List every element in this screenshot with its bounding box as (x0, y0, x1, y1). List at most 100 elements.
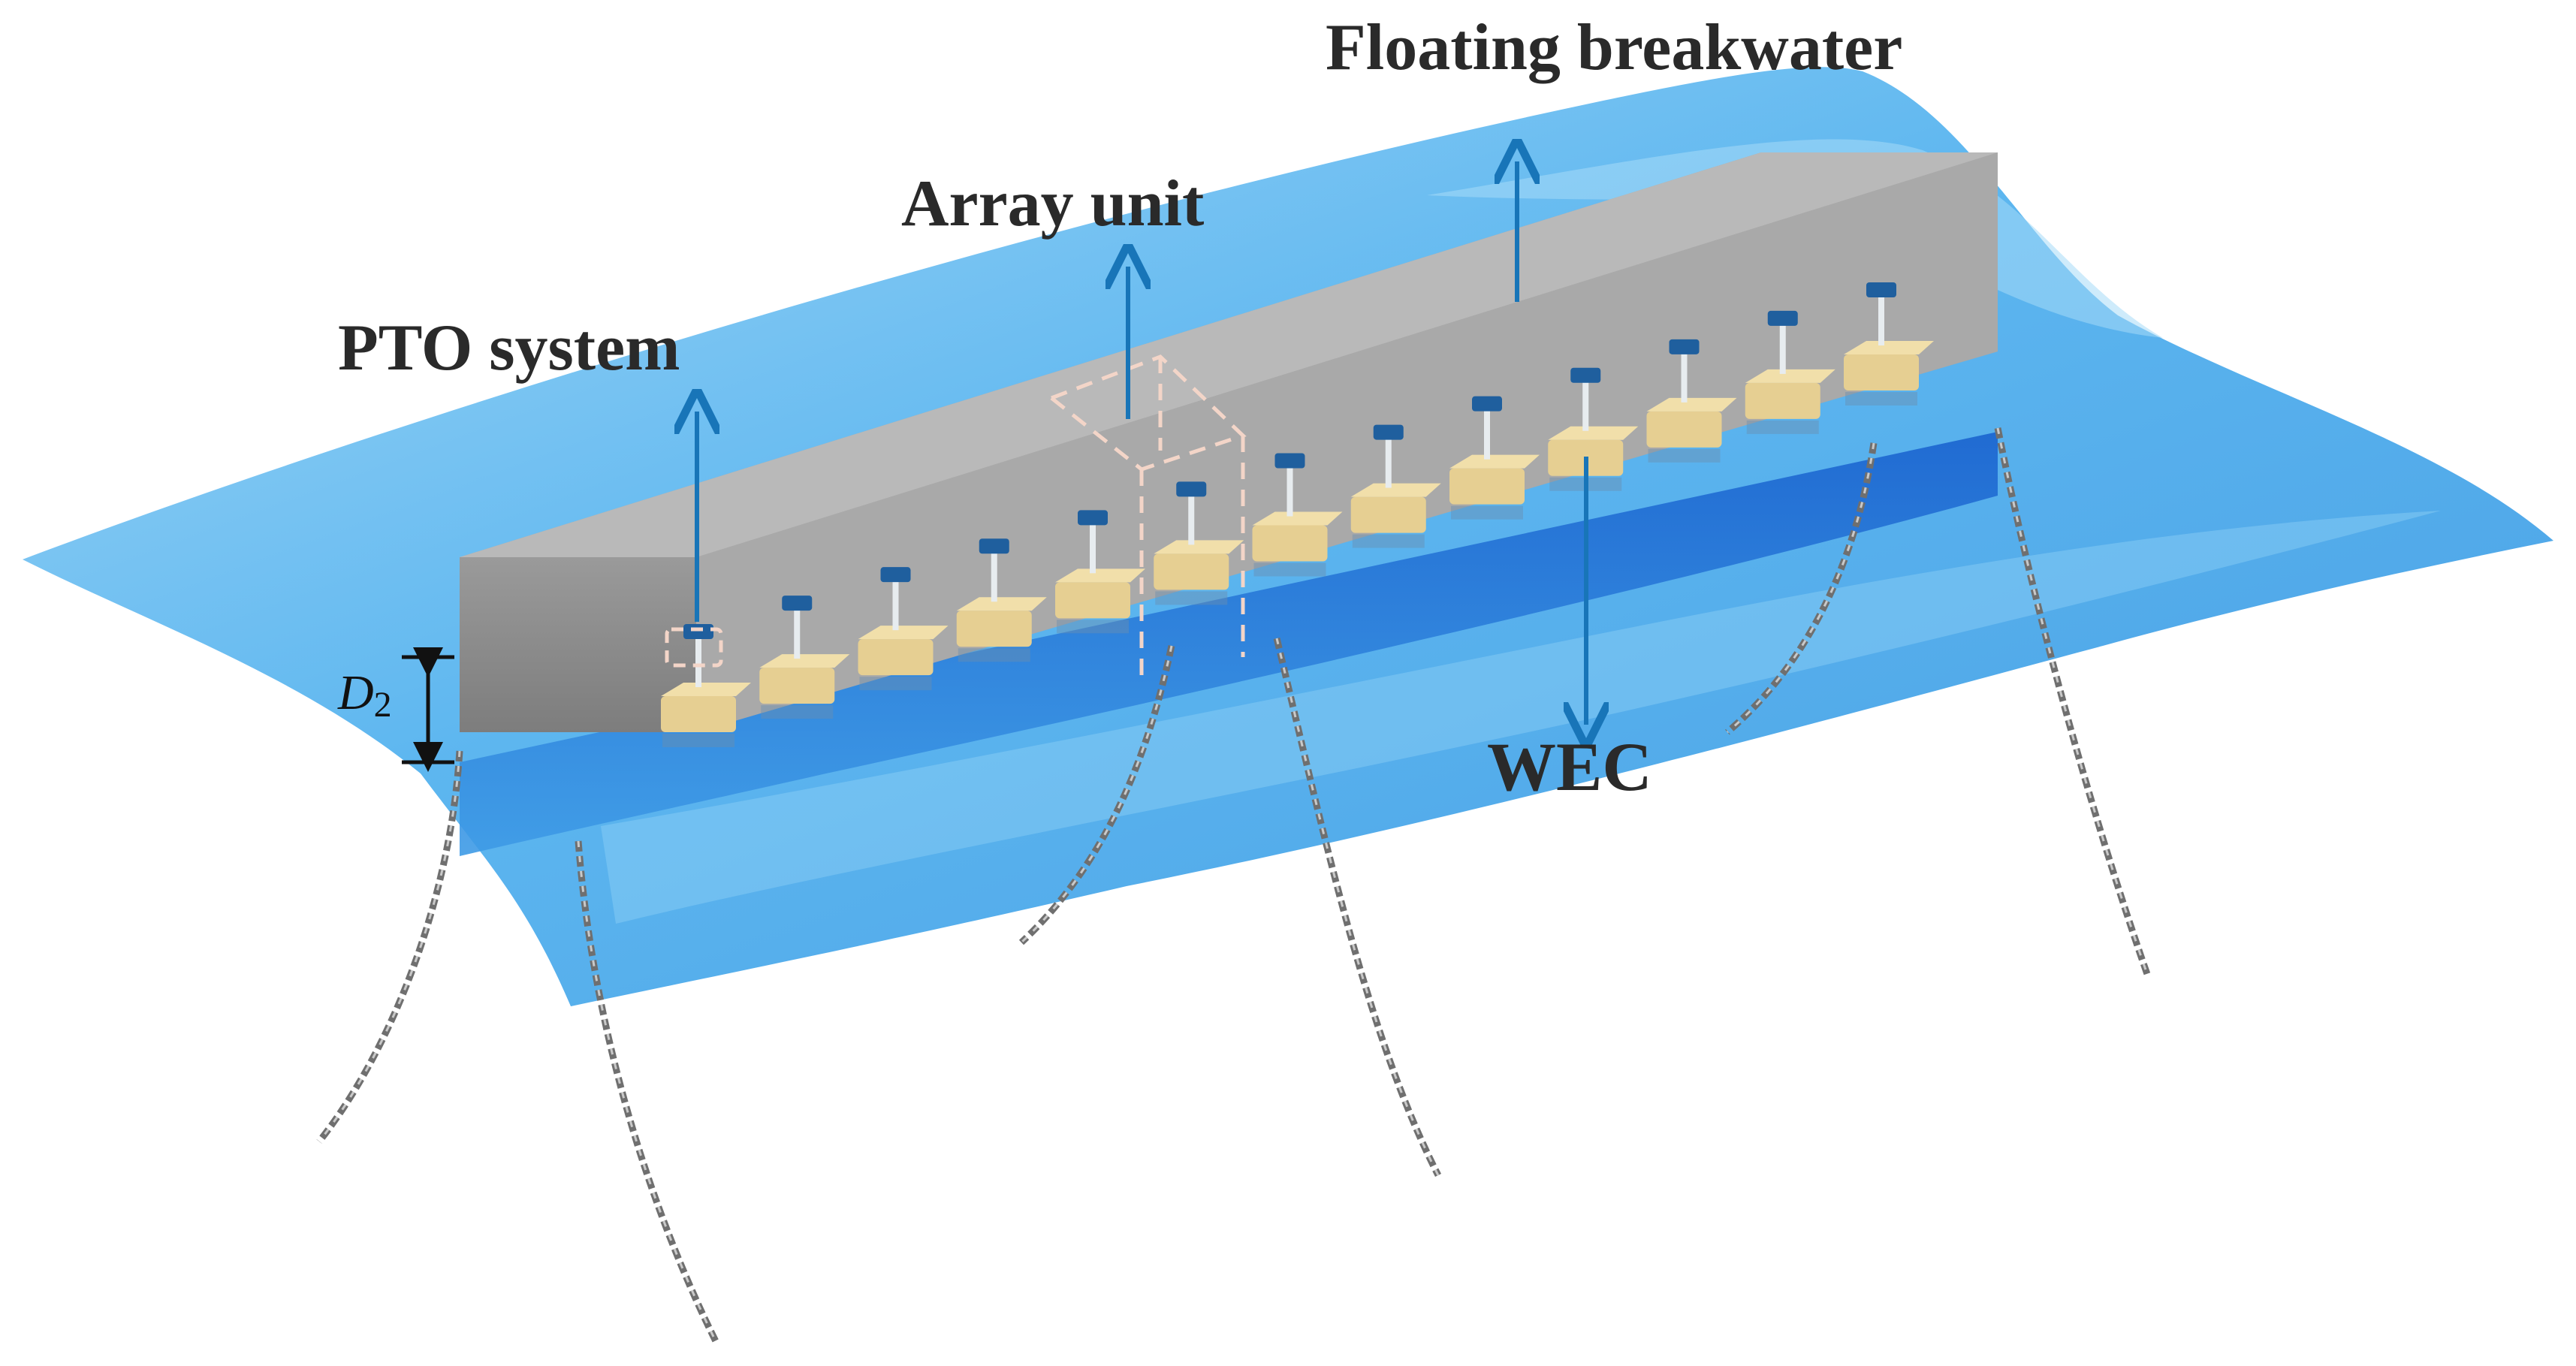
wec-reflection (1352, 534, 1425, 548)
mooring-chain-highlight (1727, 442, 1875, 734)
wec-unit (1350, 424, 1441, 548)
wec-reflection (958, 648, 1030, 662)
pto-cap (1472, 396, 1502, 412)
wec-float (1350, 496, 1426, 533)
wec-reflection (1845, 392, 1917, 406)
pto-rod (1188, 492, 1195, 545)
wec-reflection (1253, 562, 1326, 577)
pto-cap (1669, 339, 1700, 354)
wec-unit (1154, 481, 1244, 605)
wec-unit (1844, 282, 1934, 406)
wec-float (1646, 411, 1722, 448)
draft-d2-label: D2 (338, 668, 392, 723)
wec-float-top (1844, 341, 1934, 354)
wec-reflection (1155, 591, 1228, 605)
wec-float (1154, 553, 1229, 590)
mooring-chain (316, 750, 463, 1144)
wec-float-top (1252, 511, 1343, 526)
wec-unit (759, 596, 850, 719)
wec-float-top (858, 626, 949, 640)
wec-float (858, 639, 934, 676)
wec-reflection (1746, 420, 1819, 434)
wec-unit (1449, 396, 1540, 520)
wec-float (1844, 354, 1919, 391)
mooring-chain-highlight (318, 750, 461, 1142)
wec-float-top (1449, 454, 1540, 469)
pto-rod (1385, 435, 1392, 488)
pto-cap (1078, 510, 1108, 526)
pto-dashed-box (665, 627, 723, 668)
mooring-chain (1273, 637, 1442, 1178)
wec-float-top (759, 654, 850, 668)
mooring-chain (1018, 645, 1175, 945)
draft-dimension (402, 647, 454, 772)
pto-rod (991, 549, 997, 602)
wec-float (1055, 582, 1130, 619)
pto-cap (880, 567, 911, 583)
wec-float-top (1154, 540, 1244, 554)
pto-cap (979, 538, 1009, 554)
breakwater-front-face (460, 557, 696, 732)
pto-rod (1681, 349, 1688, 403)
wec-float-top (1745, 369, 1835, 383)
wec-float (1449, 468, 1525, 505)
pto-rod (1286, 463, 1293, 517)
pto-rod (794, 606, 801, 659)
wec-float (661, 696, 736, 732)
pto-cap (683, 624, 713, 639)
breakwater-side-face (696, 152, 1998, 732)
wec-reflection (859, 677, 932, 691)
wec-unit (1252, 453, 1343, 577)
floating-breakwater-label: Floating breakwater (1326, 11, 1903, 84)
pto-rod (1878, 293, 1884, 345)
wec-unit (1646, 339, 1737, 463)
pto-rod (1779, 321, 1786, 374)
wec-float (1252, 525, 1328, 562)
wec-float-top (1350, 483, 1441, 497)
pto-rod (1582, 378, 1589, 431)
mooring-chains (316, 427, 2152, 1346)
wec-float-top (956, 597, 1047, 611)
pto-cap (1767, 310, 1798, 326)
pto-cap (1176, 481, 1207, 497)
pto-rod (1484, 406, 1490, 460)
wec-label: WEC (1487, 728, 1652, 805)
wec-unit (1548, 367, 1639, 491)
mooring-chain (575, 840, 721, 1346)
mooring-chain-highlight (1996, 427, 2149, 977)
wec-reflection (761, 705, 834, 719)
wec-float-top (1055, 568, 1145, 583)
wec-unit (956, 538, 1047, 662)
wec-float-top (1548, 426, 1639, 440)
breakwater-top-surface (460, 152, 1998, 557)
pto-rod (695, 635, 701, 687)
pto-system-label: PTO system (338, 312, 680, 384)
wec-array (661, 282, 1934, 747)
pto-cap (1274, 453, 1305, 469)
wec-float-top (661, 683, 751, 696)
wec-reflection (1648, 448, 1721, 463)
pto-rod (1090, 520, 1096, 574)
pto-cap (1570, 367, 1601, 383)
wec-reflection (1057, 620, 1129, 634)
pto-cap (1866, 282, 1896, 297)
submerged-band (460, 432, 1998, 856)
wec-unit (1745, 310, 1835, 434)
draft-symbol: D (338, 665, 374, 720)
draft-subscript: 2 (373, 685, 392, 725)
pto-rod (892, 577, 899, 631)
pto-cap (1373, 424, 1404, 440)
wec-float (759, 668, 835, 704)
wec-reflection (662, 734, 734, 747)
array-unit-dashed-box (1050, 354, 1247, 680)
pto-cap (782, 596, 813, 611)
wec-unit (661, 624, 751, 747)
wec-float (1745, 382, 1820, 419)
array-unit-label: Array unit (901, 167, 1205, 240)
wec-unit (858, 567, 949, 691)
wec-float (956, 611, 1032, 647)
wec-unit (1055, 510, 1145, 634)
wec-reflection (1451, 505, 1523, 520)
wec-float-top (1646, 397, 1737, 412)
